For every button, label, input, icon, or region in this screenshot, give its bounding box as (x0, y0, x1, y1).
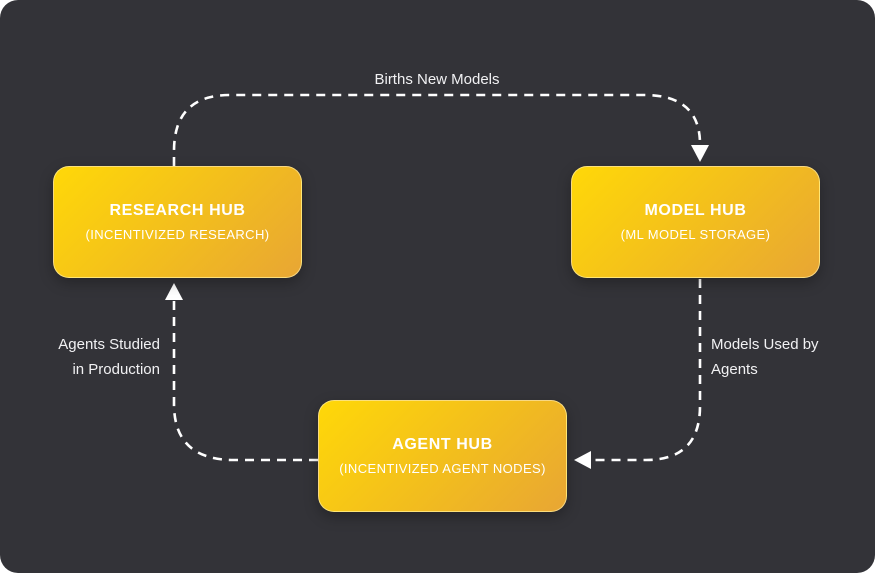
arrowhead-into-agent-hub (574, 451, 591, 469)
agent-hub-title: AGENT HUB (392, 436, 493, 453)
node-agent-hub: AGENT HUB (INCENTIVIZED AGENT NODES) (318, 400, 567, 512)
arrowhead-into-model-hub (691, 145, 709, 162)
edge-label-line: Agents (711, 361, 758, 378)
agent-hub-subtitle: (INCENTIVIZED AGENT NODES) (339, 461, 546, 476)
node-research-hub: RESEARCH HUB (INCENTIVIZED RESEARCH) (53, 166, 302, 278)
edge-label-agents-studied-in-production: Agents Studied in Production (20, 332, 160, 382)
research-hub-subtitle: (INCENTIVIZED RESEARCH) (85, 227, 270, 242)
model-hub-subtitle: (ML MODEL STORAGE) (620, 227, 771, 242)
edge-label-line: Models Used by (711, 336, 819, 353)
node-model-hub: MODEL HUB (ML MODEL STORAGE) (571, 166, 820, 278)
edge-label-births-new-models: Births New Models (374, 71, 500, 88)
edge-label-models-used-by-agents: Models Used by Agents (711, 332, 819, 382)
edge-agent-to-research (172, 301, 318, 462)
edge-label-line: in Production (72, 361, 160, 378)
edge-research-to-model (172, 93, 702, 166)
edge-label-line: Agents Studied (58, 336, 160, 353)
research-hub-title: RESEARCH HUB (109, 202, 246, 219)
arrowhead-into-research-hub (165, 283, 183, 300)
model-hub-title: MODEL HUB (644, 202, 747, 219)
edge-model-to-agent (592, 279, 702, 462)
